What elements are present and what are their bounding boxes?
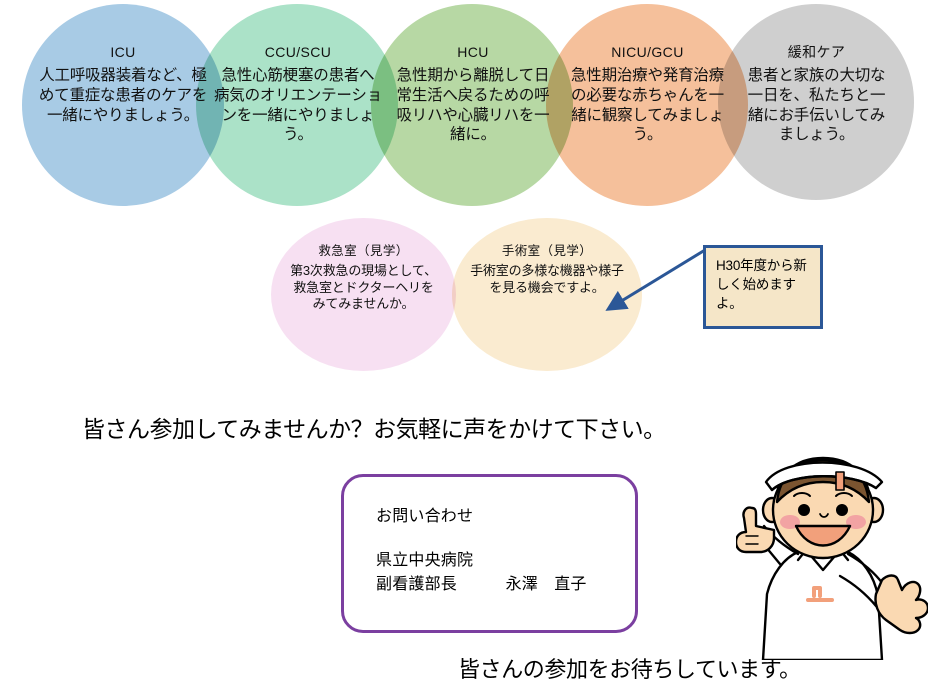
contact-spacer bbox=[376, 529, 635, 549]
circle-ccu-scu bbox=[196, 4, 398, 206]
contact-person: 副看護部長 永澤 直子 bbox=[376, 576, 587, 593]
contact-heading: お問い合わせ bbox=[376, 508, 474, 525]
footer-text: 皆さんの参加をお待ちしています。 bbox=[458, 657, 801, 682]
headline-text: 皆さん参加してみませんか？お気軽に声をかけて下さい。 bbox=[82, 416, 666, 442]
nurse-illustration-icon bbox=[736, 456, 928, 660]
circle-kanwa-care bbox=[718, 4, 914, 200]
unit-circles-diagram: ICU 人工呼吸器装着など、極めて重症な患者のケアを一緒にやりましょう。 CCU… bbox=[22, 4, 914, 371]
callout-box: H30年度から新しく始めますよ。 bbox=[703, 245, 823, 329]
circle-shujutsushitsu bbox=[452, 218, 642, 371]
contact-box: お問い合わせ 県立中央病院 副看護部長 永澤 直子 bbox=[341, 474, 638, 633]
circle-nicu-gcu bbox=[546, 4, 748, 206]
contact-organization: 県立中央病院 bbox=[376, 552, 474, 569]
circle-icu bbox=[22, 4, 224, 206]
circle-hcu bbox=[371, 4, 573, 206]
circle-kyukyushitsu bbox=[271, 218, 456, 371]
callout-text: H30年度から新しく始めますよ。 bbox=[716, 258, 807, 312]
